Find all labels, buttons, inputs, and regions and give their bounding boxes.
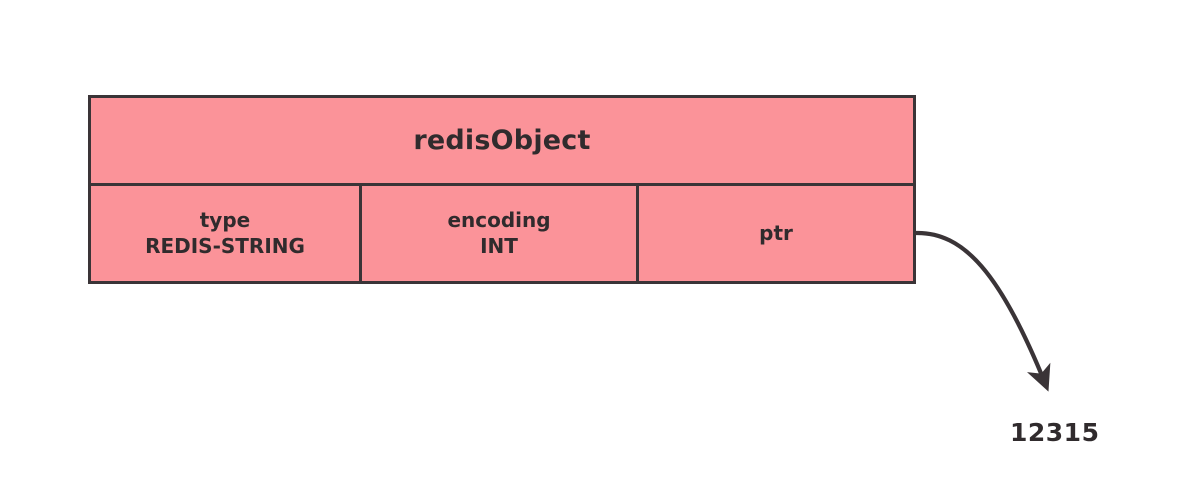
- field-encoding-label: encoding: [447, 207, 551, 232]
- field-type-value: REDIS-STRING: [145, 233, 305, 258]
- field-type: type REDIS-STRING: [91, 186, 362, 281]
- struct-field-row: type REDIS-STRING encoding INT ptr: [91, 186, 913, 281]
- field-encoding: encoding INT: [362, 186, 639, 281]
- field-encoding-value: INT: [480, 233, 518, 258]
- struct-title: redisObject: [91, 98, 913, 186]
- curved-arrow-icon: [913, 230, 1051, 392]
- pointer-target-value: 12315: [1010, 418, 1100, 447]
- field-type-label: type: [199, 207, 251, 232]
- field-ptr-label: ptr: [759, 220, 793, 245]
- redis-object-struct: redisObject type REDIS-STRING encoding I…: [88, 95, 916, 284]
- field-ptr: ptr: [639, 186, 913, 281]
